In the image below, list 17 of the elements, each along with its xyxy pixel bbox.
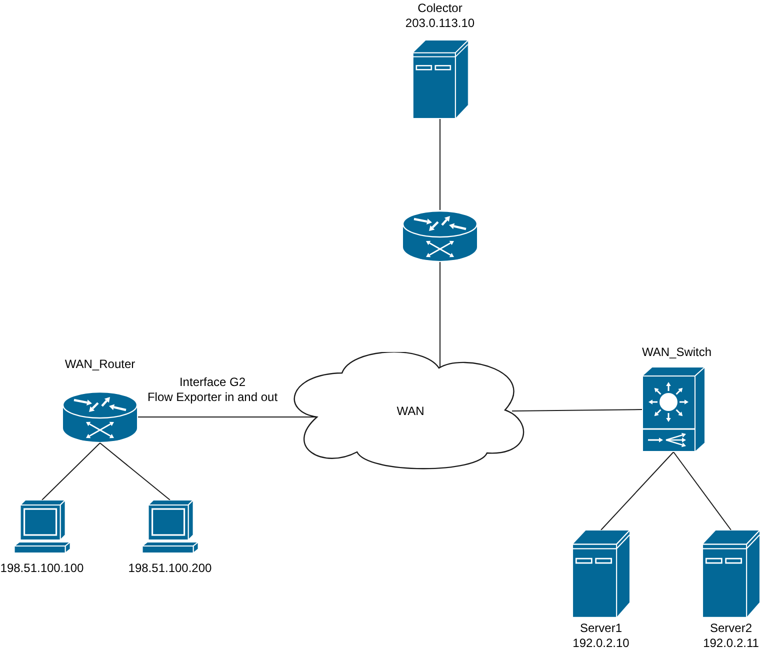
- ip-address-label: 198.51.100.200: [128, 561, 212, 576]
- connection-line: [42, 442, 100, 500]
- network-label: WAN: [396, 404, 424, 418]
- device-label: WAN_Switch: [642, 345, 712, 360]
- connection-line: [673, 452, 732, 530]
- router-icon: [402, 210, 478, 262]
- edge-label: Interface G2 Flow Exporter in and out: [147, 374, 278, 404]
- device-label: Server1: [580, 621, 622, 636]
- device-label: WAN_Router: [64, 357, 136, 372]
- ip-address-label: 203.0.113.10: [405, 16, 475, 31]
- ip-address-label: 198.51.100.100: [0, 561, 84, 576]
- ip-address-label: 192.0.2.11: [703, 636, 759, 650]
- device-label: Colector: [418, 1, 462, 16]
- connection-line: [600, 452, 674, 530]
- ip-address-label: 192.0.2.10: [572, 636, 630, 650]
- connection-line: [100, 442, 170, 500]
- device-label: Server2: [710, 621, 752, 636]
